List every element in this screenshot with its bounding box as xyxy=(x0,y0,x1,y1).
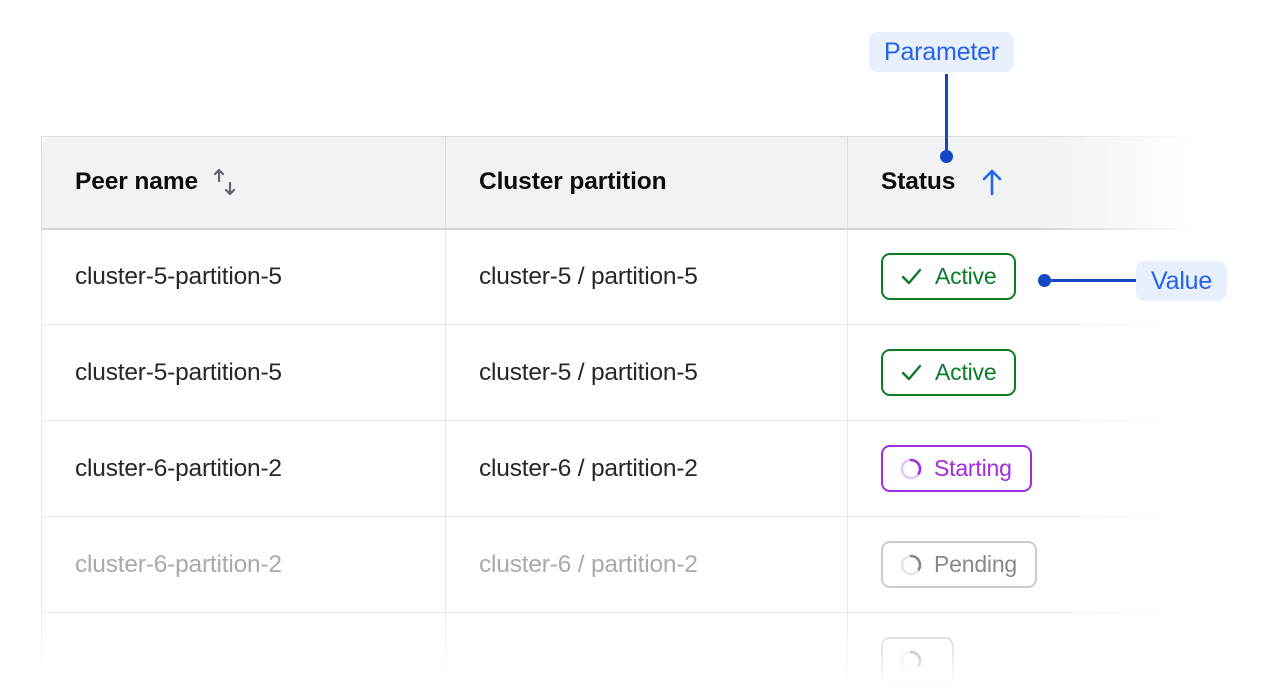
cell-peer-name: cluster-6-partition-2 xyxy=(41,420,446,517)
cell-cluster-partition: cluster-5 / partition-5 xyxy=(445,228,848,325)
cell-status: Starting xyxy=(847,420,1201,517)
status-badge-label: Active xyxy=(935,263,997,290)
cell-peer-name: cluster-5-partition-5 xyxy=(41,228,446,325)
annotation-connector-parameter xyxy=(945,74,948,156)
table-row[interactable] xyxy=(41,612,1201,688)
peers-table-container: Peer name Cluster partition xyxy=(41,136,1201,688)
check-icon xyxy=(899,264,924,289)
cell-peer-name xyxy=(41,612,446,688)
spinner-icon xyxy=(899,649,923,673)
annotation-label-value: Value xyxy=(1136,261,1228,301)
column-header-label: Cluster partition xyxy=(479,168,667,196)
status-badge-label: Pending xyxy=(934,551,1018,577)
table-row[interactable]: cluster-5-partition-5 cluster-5 / partit… xyxy=(41,228,1201,325)
annotation-label-parameter: Parameter xyxy=(869,32,1014,72)
sort-updown-icon[interactable] xyxy=(212,167,238,197)
cell-status: Pending xyxy=(847,516,1201,613)
status-badge xyxy=(881,637,954,684)
annotation-dot-value xyxy=(1038,274,1051,287)
column-header-label: Peer name xyxy=(75,168,199,196)
table-body: cluster-5-partition-5 cluster-5 / partit… xyxy=(41,228,1201,688)
table-row[interactable]: cluster-5-partition-5 cluster-5 / partit… xyxy=(41,324,1201,421)
cell-peer-name: cluster-5-partition-5 xyxy=(41,324,446,421)
cell-status: Active xyxy=(847,324,1201,421)
cell-peer-name: cluster-6-partition-2 xyxy=(41,516,446,613)
annotation-connector-value xyxy=(1046,279,1142,282)
status-badge-label: Active xyxy=(935,359,997,385)
arrow-up-icon[interactable] xyxy=(981,168,1003,196)
cell-cluster-partition: cluster-5 / partition-5 xyxy=(445,324,848,421)
cell-cluster-partition: cluster-6 / partition-2 xyxy=(445,420,848,517)
table-header: Peer name Cluster partition xyxy=(41,136,1201,230)
annotation-dot-parameter xyxy=(940,150,953,163)
table-row[interactable]: cluster-6-partition-2 cluster-6 / partit… xyxy=(41,516,1201,613)
cell-status xyxy=(847,612,1201,688)
cell-cluster-partition xyxy=(445,612,848,688)
table-row[interactable]: cluster-6-partition-2 cluster-6 / partit… xyxy=(41,420,1201,517)
status-badge-label: Starting xyxy=(934,455,1012,481)
status-badge: Starting xyxy=(881,445,1032,492)
spinner-icon xyxy=(899,457,923,481)
status-badge: Active xyxy=(881,253,1017,301)
column-header-cluster-partition[interactable]: Cluster partition xyxy=(445,136,848,230)
column-header-status[interactable]: Status xyxy=(847,136,1201,230)
status-badge: Pending xyxy=(881,541,1038,588)
column-header-peer-name[interactable]: Peer name xyxy=(41,136,446,230)
peers-table: Peer name Cluster partition xyxy=(41,136,1201,688)
check-icon xyxy=(899,360,924,385)
table-header-row: Peer name Cluster partition xyxy=(41,136,1201,230)
status-badge: Active xyxy=(881,349,1017,396)
cell-cluster-partition: cluster-6 / partition-2 xyxy=(445,516,848,613)
spinner-icon xyxy=(899,553,923,577)
column-header-label: Status xyxy=(881,168,956,196)
